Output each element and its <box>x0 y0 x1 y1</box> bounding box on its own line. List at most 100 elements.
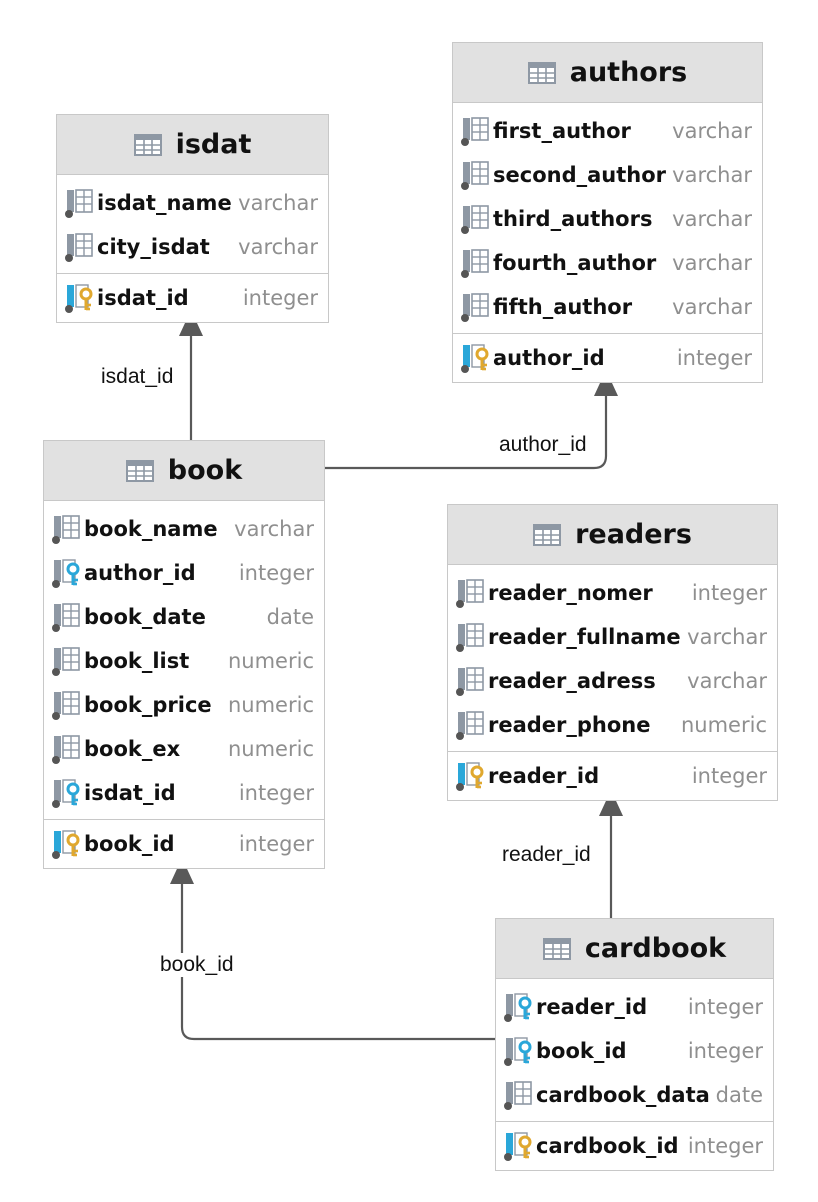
column-type: integer <box>238 561 314 585</box>
column-type: varchar <box>672 119 752 143</box>
column-name: second_author <box>493 163 666 187</box>
table-readers[interactable]: readers reader_nomer integer reader_fullnam… <box>447 504 778 801</box>
edge-label-author-id: author_id <box>497 433 589 457</box>
column-name: reader_nomer <box>488 581 653 605</box>
column-icon <box>52 647 80 676</box>
table-header: cardbook <box>496 919 773 979</box>
edge-label-reader-id: reader_id <box>500 843 593 867</box>
table-book[interactable]: book book_name varchar author_id integer book… <box>43 440 325 869</box>
column-icon <box>65 233 93 262</box>
table-icon <box>527 61 556 84</box>
column-row[interactable]: reader_id integer <box>496 985 773 1029</box>
column-name: first_author <box>493 119 631 143</box>
primary-key-icon <box>504 1132 532 1161</box>
column-type: varchar <box>687 625 767 649</box>
column-icon <box>65 189 93 218</box>
column-name: book_price <box>84 693 212 717</box>
column-name: book_date <box>84 605 206 629</box>
column-row[interactable]: author_id integer <box>44 551 324 595</box>
table-title: authors <box>569 57 688 88</box>
column-row[interactable]: reader_nomer integer <box>448 571 777 615</box>
column-name: reader_id <box>536 995 648 1019</box>
column-name: book_ex <box>84 737 181 761</box>
column-name: author_id <box>493 346 605 370</box>
column-row[interactable]: book_price numeric <box>44 683 324 727</box>
column-icon <box>456 667 484 696</box>
column-icon <box>504 1081 532 1110</box>
primary-key-icon <box>456 762 484 791</box>
column-row[interactable]: book_date date <box>44 595 324 639</box>
column-type: varchar <box>672 251 752 275</box>
column-name: author_id <box>84 561 196 585</box>
column-icon <box>52 515 80 544</box>
primary-key-icon <box>52 830 80 859</box>
edge-book-id <box>180 876 495 1041</box>
column-icon <box>461 249 489 278</box>
column-type: date <box>266 605 314 629</box>
column-row[interactable]: book_name varchar <box>44 507 324 551</box>
key-list: author_id integer <box>453 333 762 382</box>
edge-label-isdat-id: isdat_id <box>99 365 176 389</box>
arrowhead-readers <box>599 790 623 816</box>
table-icon <box>542 937 571 960</box>
column-name: cardbook_data <box>536 1083 710 1107</box>
foreign-key-icon <box>52 779 80 808</box>
column-type: numeric <box>227 693 314 717</box>
column-icon <box>52 691 80 720</box>
column-icon <box>461 161 489 190</box>
column-type: integer <box>691 581 767 605</box>
column-name: reader_adress <box>488 669 656 693</box>
column-icon <box>456 711 484 740</box>
column-type: numeric <box>227 649 314 673</box>
column-type: varchar <box>238 191 318 215</box>
column-name: isdat_name <box>97 191 232 215</box>
column-type: integer <box>687 995 763 1019</box>
edge-author-id <box>324 388 608 470</box>
arrowhead-authors <box>594 370 618 396</box>
foreign-key-icon <box>504 1037 532 1066</box>
column-row[interactable]: first_author varchar <box>453 109 762 153</box>
arrowhead-isdat <box>179 310 203 336</box>
table-header: authors <box>453 43 762 103</box>
column-type: integer <box>676 346 752 370</box>
table-title: readers <box>575 519 692 550</box>
column-type: varchar <box>672 163 752 187</box>
column-row[interactable]: author_id integer <box>453 336 762 380</box>
table-title: cardbook <box>584 933 727 964</box>
column-icon <box>456 623 484 652</box>
table-header: readers <box>448 505 777 565</box>
foreign-key-icon <box>52 559 80 588</box>
primary-key-icon <box>461 344 489 373</box>
primary-key-icon <box>65 284 93 313</box>
column-name: city_isdat <box>97 235 210 259</box>
column-name: book_name <box>84 517 218 541</box>
edge-label-book-id: book_id <box>158 953 236 977</box>
column-type: varchar <box>234 517 314 541</box>
table-header: book <box>44 441 324 501</box>
